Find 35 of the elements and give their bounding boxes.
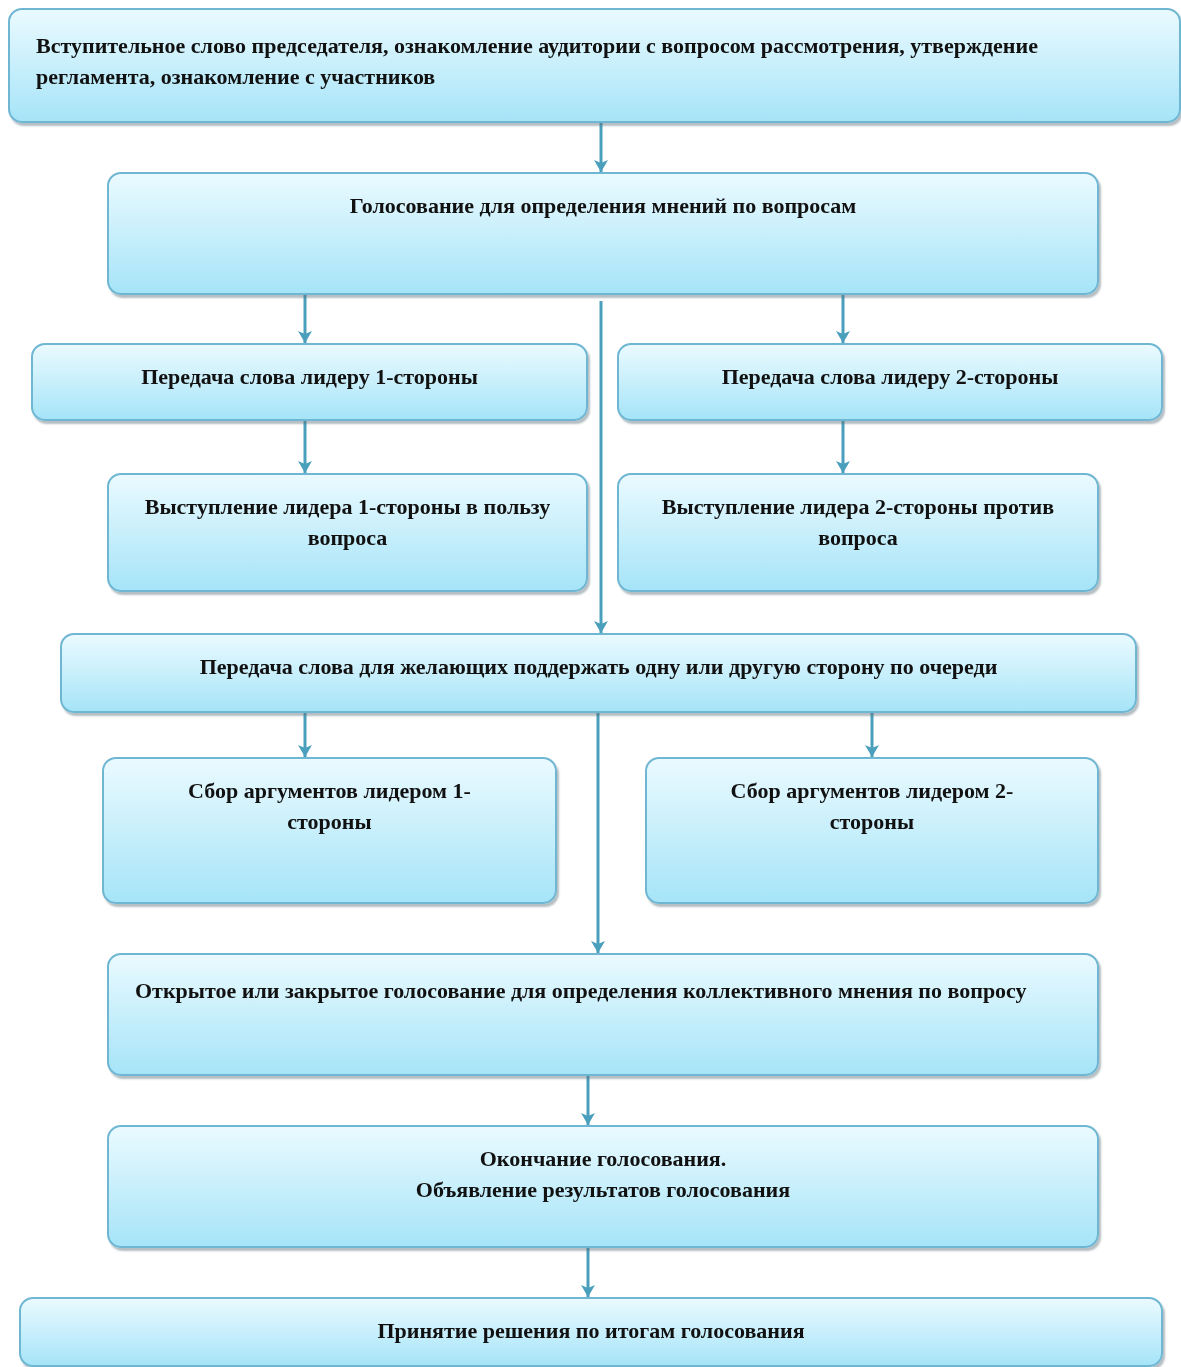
arrow bbox=[581, 1248, 595, 1297]
arrow bbox=[298, 421, 312, 473]
process-box bbox=[107, 172, 1099, 295]
box-text: Сбор аргументов лидером 1-стороны bbox=[187, 777, 472, 836]
arrow bbox=[581, 1076, 595, 1125]
box-text: Окончание голосования. bbox=[479, 1145, 727, 1173]
box-text: Выступление лидера 2-стороны против вопроса bbox=[660, 493, 1056, 552]
arrow bbox=[594, 301, 608, 633]
arrow bbox=[865, 713, 879, 757]
box-text: Вступительное слово председателя, ознакомление аудитории с вопросом рассмотрения, утверждение регламента, ознакомление с участников bbox=[36, 32, 1039, 91]
process-box bbox=[19, 1297, 1163, 1367]
box-text: Передача слова лидеру 1-стороны bbox=[141, 363, 478, 391]
process-box bbox=[107, 473, 588, 592]
arrow bbox=[594, 123, 608, 172]
process-box bbox=[617, 473, 1099, 592]
box-text: Голосование для определения мнений по вопросам bbox=[349, 192, 857, 220]
process-box bbox=[31, 343, 588, 421]
process-box bbox=[617, 343, 1163, 421]
box-text: Передача слова лидеру 2-стороны bbox=[721, 363, 1059, 391]
box-text: Объявление результатов голосования bbox=[415, 1176, 791, 1204]
process-box bbox=[107, 953, 1099, 1076]
process-box bbox=[60, 633, 1137, 713]
process-box bbox=[107, 1125, 1099, 1248]
process-box bbox=[645, 757, 1099, 904]
arrow bbox=[836, 295, 850, 343]
arrow bbox=[298, 295, 312, 343]
box-text: Выступление лидера 1-стороны в пользу вопроса bbox=[143, 493, 552, 552]
box-text: Принятие решения по итогам голосования bbox=[377, 1317, 805, 1345]
arrow bbox=[298, 713, 312, 757]
process-box bbox=[102, 757, 557, 904]
arrow bbox=[836, 421, 850, 473]
box-text: Передача слова для желающих поддержать одну или другую сторону по очереди bbox=[199, 653, 998, 681]
process-box bbox=[8, 8, 1181, 123]
box-text: Сбор аргументов лидером 2-стороны bbox=[729, 777, 1015, 836]
box-text: Открытое или закрытое голосование для определения коллективного мнения по вопросу bbox=[135, 977, 1027, 1005]
